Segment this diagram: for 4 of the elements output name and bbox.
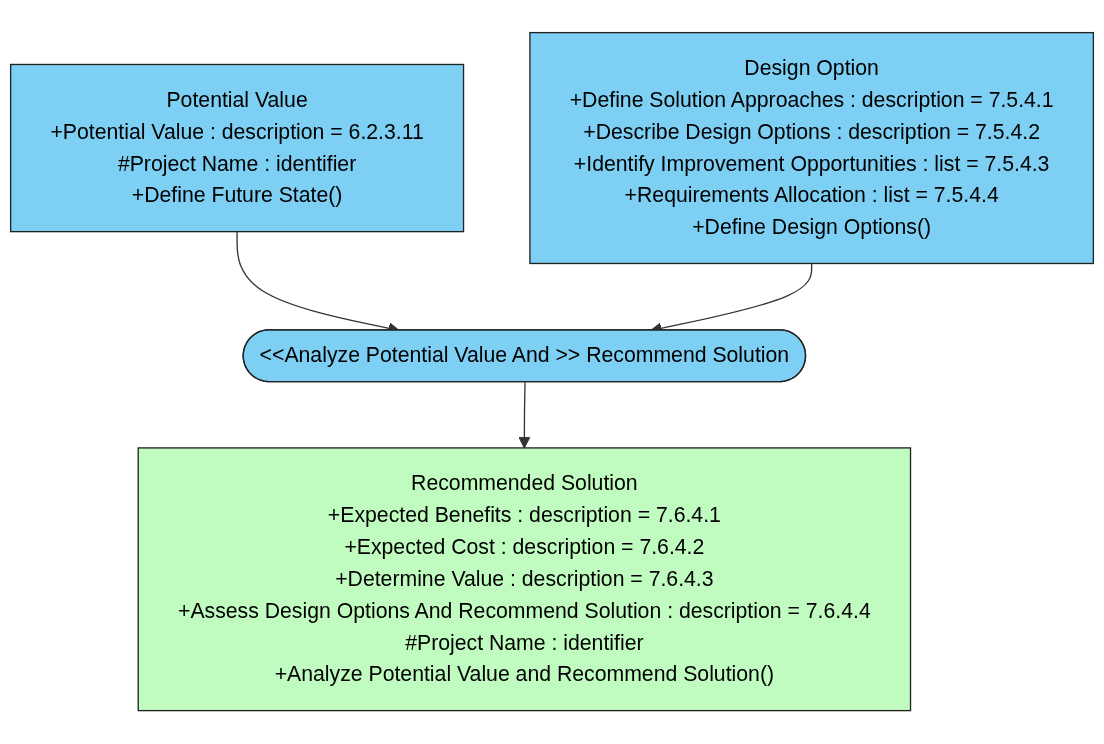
node-box: Potential Value +Potential Value : description = 6.2.3.11 #Project Name : identifier +Define Future State() xyxy=(9,64,465,233)
arrow xyxy=(518,381,531,449)
node-box: Recommended Solution +Expected Benefits : description = 7.6.4.1 +Expected Cost : description = 7.6.4.2 +Determine Value : description = 7.6.4.3 +Assess Design Options And Recommend Solution : description = 7.6.4.4 #Project Name : identifier +Analyze Potential Value and Recommend Solution() xyxy=(137,447,912,712)
node-box: Design Option +Define Solution Approaches : description = 7.5.4.1 +Describe Design Options : description = 7.5.4.2 +Identify Improvement Opportunities : list = 7.5.4.3 +Requirements Allocation : list = 7.5.4.4 +Define Design Options() xyxy=(529,32,1095,265)
